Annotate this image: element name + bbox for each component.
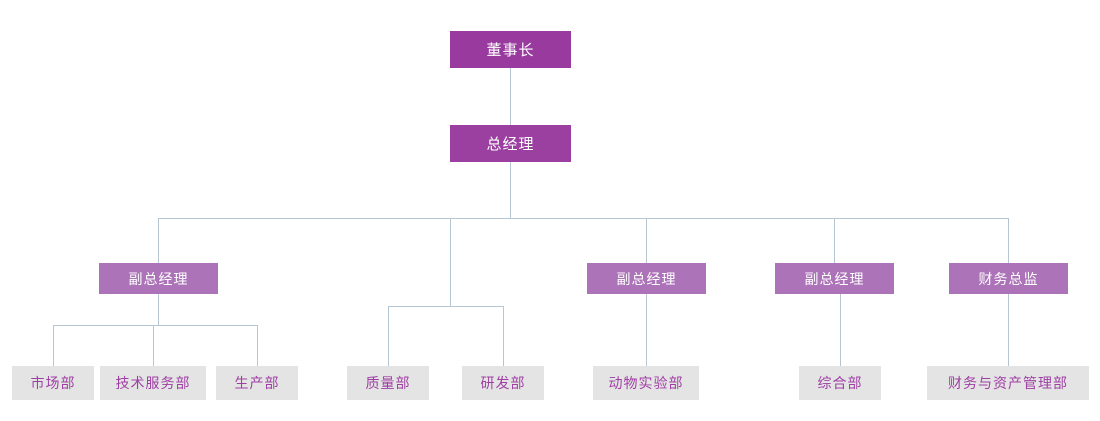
node-dept-general-affairs-label: 综合部 [817, 376, 863, 392]
connector-dept-drop-rnd [503, 306, 504, 366]
node-dept-production[interactable]: 生产部 [216, 366, 298, 400]
node-general-manager[interactable]: 总经理 [450, 125, 571, 162]
connector-bus-to-vp-4 [834, 218, 835, 263]
node-dept-general-affairs[interactable]: 综合部 [799, 366, 881, 400]
connector-vp4-drop [840, 294, 841, 366]
node-vp-3-label: 副总经理 [804, 271, 865, 288]
node-chairman[interactable]: 董事长 [450, 31, 571, 68]
node-general-manager-label: 总经理 [486, 135, 535, 153]
connector-bus-to-group-2 [450, 218, 451, 306]
node-dept-production-label: 生产部 [234, 376, 280, 392]
node-vp-1[interactable]: 副总经理 [99, 263, 218, 294]
node-dept-tech-service-label: 技术服务部 [115, 376, 191, 392]
node-dept-animal-lab-label: 动物实验部 [608, 376, 684, 392]
connector-dept-drop-market [53, 325, 54, 366]
node-cfo[interactable]: 财务总监 [949, 263, 1068, 294]
connector-level3-bus [158, 218, 1009, 219]
connector-dept-drop-production [257, 325, 258, 366]
node-vp-2[interactable]: 副总经理 [587, 263, 706, 294]
connector-vp1-dept-bus [53, 325, 258, 326]
node-vp-3[interactable]: 副总经理 [775, 263, 894, 294]
connector-vp3-drop [646, 294, 647, 366]
node-vp-1-label: 副总经理 [128, 271, 189, 288]
node-dept-quality[interactable]: 质量部 [347, 366, 429, 400]
node-dept-market-label: 市场部 [30, 376, 76, 392]
node-chairman-label: 董事长 [486, 41, 535, 59]
node-dept-finance-assets[interactable]: 财务与资产管理部 [927, 366, 1089, 400]
node-dept-finance-assets-label: 财务与资产管理部 [948, 376, 1068, 392]
connector-bus-to-vp-1 [158, 218, 159, 263]
node-dept-tech-service[interactable]: 技术服务部 [100, 366, 206, 400]
node-dept-quality-label: 质量部 [365, 376, 411, 392]
connector-bus-to-vp-3 [646, 218, 647, 263]
connector-chairman-to-gm [510, 68, 511, 125]
connector-vp1-drop [158, 294, 159, 326]
connector-group2-dept-bus [388, 306, 504, 307]
connector-dept-drop-quality [388, 306, 389, 366]
node-dept-rnd[interactable]: 研发部 [462, 366, 544, 400]
connector-dept-drop-techservice [153, 325, 154, 366]
node-dept-market[interactable]: 市场部 [12, 366, 94, 400]
node-dept-animal-lab[interactable]: 动物实验部 [593, 366, 699, 400]
node-dept-rnd-label: 研发部 [480, 376, 526, 392]
node-vp-2-label: 副总经理 [616, 271, 677, 288]
connector-cfo-drop [1008, 294, 1009, 366]
connector-bus-to-cfo [1008, 218, 1009, 263]
connector-gm-drop [510, 162, 511, 218]
node-cfo-label: 财务总监 [978, 271, 1039, 288]
